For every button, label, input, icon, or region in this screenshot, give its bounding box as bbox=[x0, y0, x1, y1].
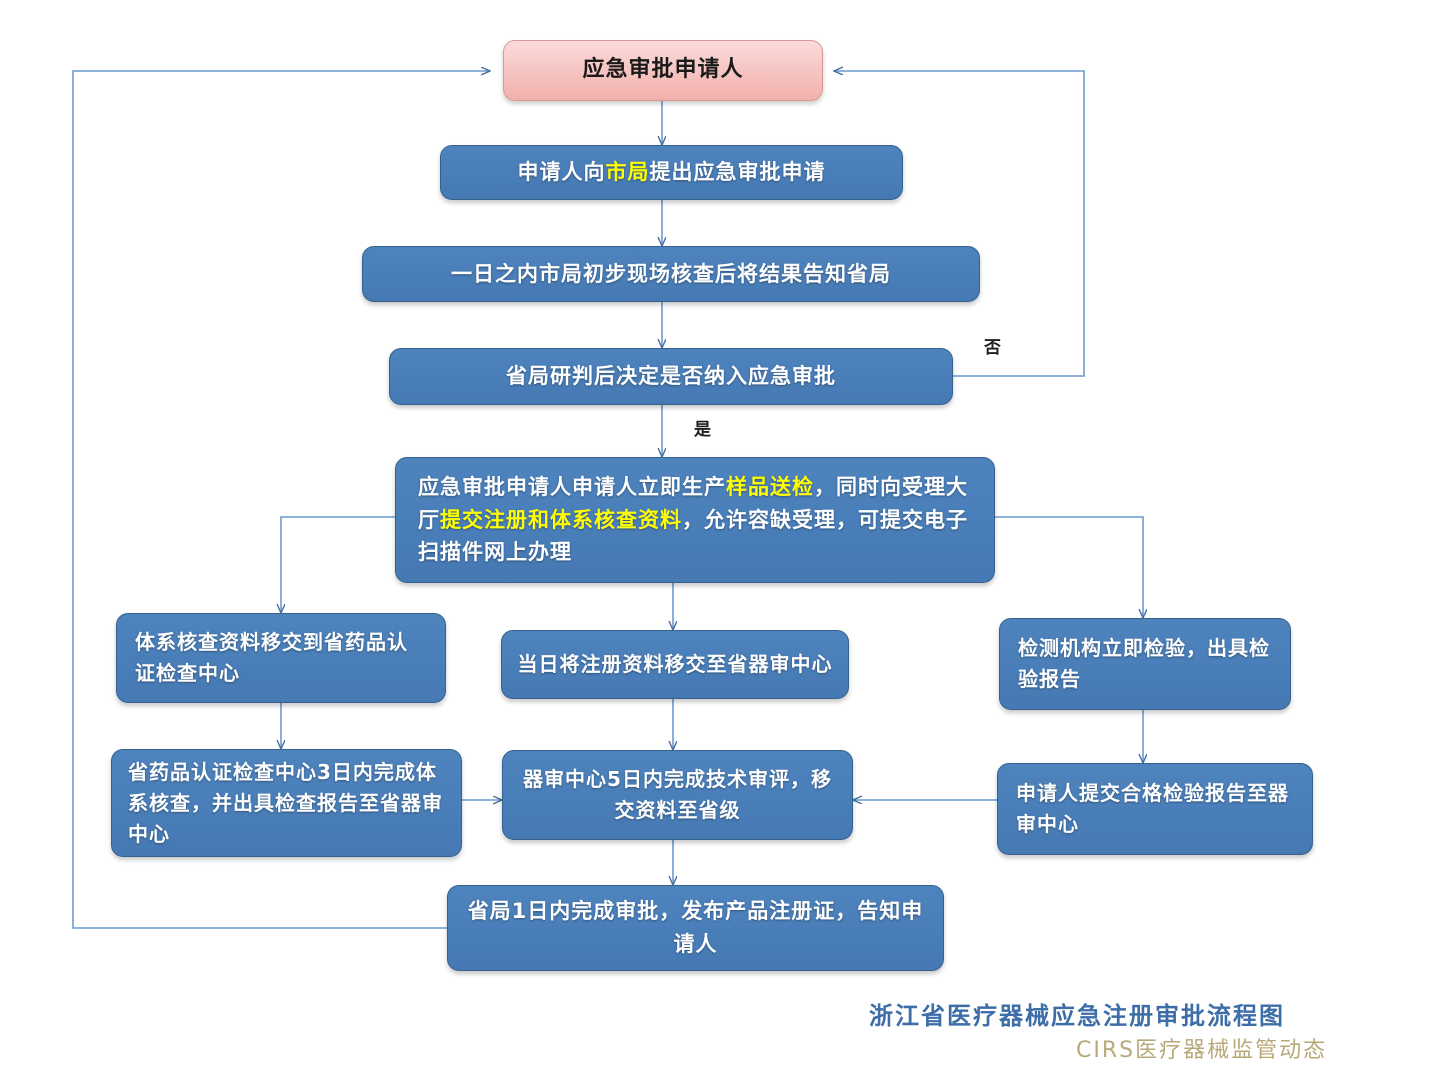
node-transfer-system-audit-docs[interactable]: 体系核查资料移交到省药品认证检查中心 bbox=[116, 613, 446, 703]
node-n5-center-label: 当日将注册资料移交至省器审中心 bbox=[516, 649, 834, 680]
node-n1-label: 申请人向市局提出应急审批申请 bbox=[455, 156, 888, 189]
node-cert-center-3day-audit[interactable]: 省药品认证检查中心3日内完成体系核查，并出具检查报告至省器审中心 bbox=[111, 749, 462, 857]
node-n2-label: 一日之内市局初步现场核查后将结果告知省局 bbox=[377, 258, 965, 291]
node-province-decision[interactable]: 省局研判后决定是否纳入应急审批 bbox=[389, 348, 953, 405]
chart-title: 浙江省医疗器械应急注册审批流程图 bbox=[869, 1002, 1285, 1030]
highlighted-text: 样品送检 bbox=[726, 475, 814, 500]
plain-text: 检测机构立即检验，出具检验报告 bbox=[1018, 636, 1270, 691]
node-city-onsite-check[interactable]: 一日之内市局初步现场核查后将结果告知省局 bbox=[362, 246, 980, 302]
node-n6-left-label: 省药品认证检查中心3日内完成体系核查，并出具检查报告至省器审中心 bbox=[128, 757, 445, 850]
plain-text: 省局研判后决定是否纳入应急审批 bbox=[506, 364, 836, 389]
plain-text: 提出应急审批申请 bbox=[649, 160, 826, 185]
plain-text: 省药品认证检查中心3日内完成体系核查，并出具检查报告至省器审中心 bbox=[128, 759, 443, 846]
plain-text: 体系核查资料移交到省药品认证检查中心 bbox=[135, 630, 408, 685]
plain-text: 应急审批申请人申请人立即生产 bbox=[418, 475, 726, 500]
edge-n4-to-left bbox=[281, 516, 405, 613]
node-n6-right-label: 申请人提交合格检验报告至器审中心 bbox=[1016, 778, 1294, 840]
highlighted-text: 提交注册和体系核查资料 bbox=[440, 507, 682, 532]
node-n6-center-label: 器审中心5日内完成技术审评，移交资料至省级 bbox=[517, 764, 838, 826]
node-province-approve-issue-cert[interactable]: 省局1日内完成审批，发布产品注册证，告知申请人 bbox=[447, 885, 944, 971]
edge-label-no: 否 bbox=[984, 338, 1001, 358]
node-applicant-submit-test-report[interactable]: 申请人提交合格检验报告至器审中心 bbox=[997, 763, 1313, 855]
plain-text: 申请人提交合格检验报告至器审中心 bbox=[1016, 781, 1289, 836]
plain-text: 省局1日内完成审批，发布产品注册证，告知申请人 bbox=[467, 899, 924, 956]
node-device-center-5day-review[interactable]: 器审中心5日内完成技术审评，移交资料至省级 bbox=[502, 750, 853, 840]
node-n5-right-label: 检测机构立即检验，出具检验报告 bbox=[1018, 633, 1272, 695]
node-n3-label: 省局研判后决定是否纳入应急审批 bbox=[404, 360, 938, 393]
source-watermark: CIRS医疗器械监管动态 bbox=[1076, 1038, 1328, 1063]
plain-text: ，同时向受理大厅 bbox=[418, 475, 968, 532]
plain-text: 当日将注册资料移交至省器审中心 bbox=[517, 652, 833, 676]
edge-n3-to-start-no bbox=[834, 71, 1085, 377]
plain-text: 器审中心5日内完成技术审评，移交资料至省级 bbox=[523, 767, 832, 822]
node-apply-to-city-bureau[interactable]: 申请人向市局提出应急审批申请 bbox=[440, 145, 903, 200]
highlighted-text: 市局 bbox=[605, 160, 650, 185]
node-start-applicant[interactable]: 应急审批申请人 bbox=[503, 40, 823, 101]
node-produce-sample-and-submit[interactable]: 应急审批申请人申请人立即生产样品送检，同时向受理大厅提交注册和体系核查资料，允许… bbox=[395, 457, 995, 583]
node-n7-label: 省局1日内完成审批，发布产品注册证，告知申请人 bbox=[462, 895, 929, 960]
node-testing-institution-inspect[interactable]: 检测机构立即检验，出具检验报告 bbox=[999, 618, 1291, 710]
edge-n4-to-right bbox=[985, 516, 1143, 618]
edge-label-yes: 是 bbox=[694, 420, 711, 440]
node-start-label: 应急审批申请人 bbox=[582, 57, 744, 83]
node-n4-label: 应急审批申请人申请人立即生产样品送检，同时向受理大厅提交注册和体系核查资料，允许… bbox=[418, 471, 972, 569]
node-n5-left-label: 体系核查资料移交到省药品认证检查中心 bbox=[135, 627, 427, 689]
plain-text: 申请人向 bbox=[517, 160, 606, 185]
plain-text: 一日之内市局初步现场核查后将结果告知省局 bbox=[451, 261, 891, 286]
node-transfer-registration-docs[interactable]: 当日将注册资料移交至省器审中心 bbox=[501, 630, 849, 699]
plain-text: ，允许容缺受理，可提交电子扫描件网上办理 bbox=[418, 507, 968, 565]
